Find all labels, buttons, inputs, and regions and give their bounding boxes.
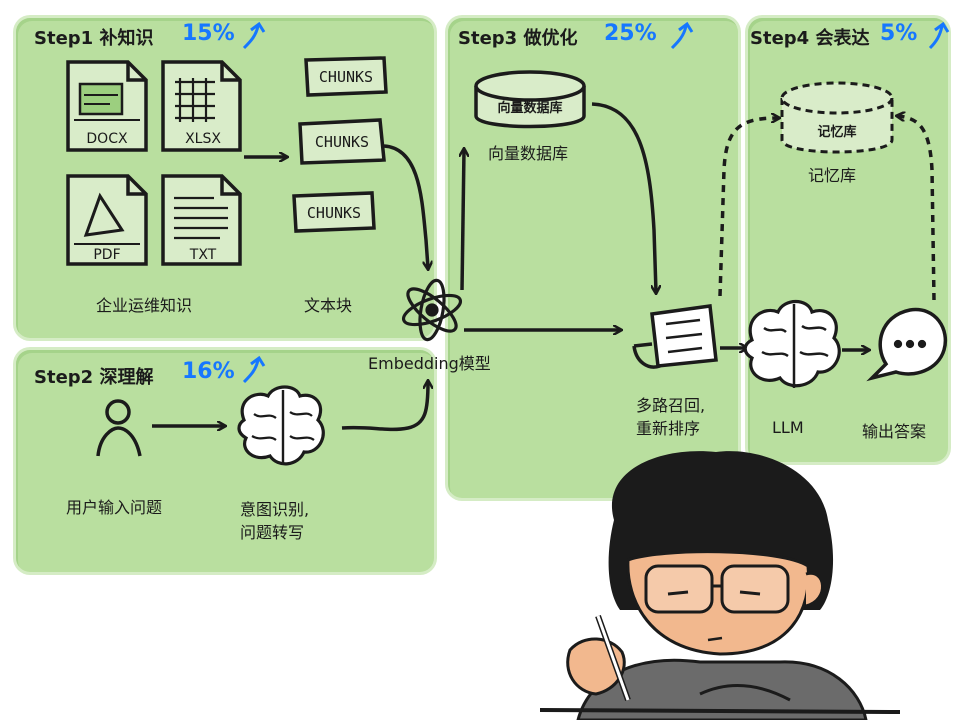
- recall-label-line1: 多路召回,: [636, 396, 706, 415]
- person-illustration: [539, 451, 901, 720]
- memory-database-icon: [780, 81, 894, 154]
- text-blocks-label: 文本块: [304, 296, 353, 315]
- embedding-to-vectordb-arrow: [462, 150, 464, 291]
- chunk-label-2: CHUNKS: [315, 133, 369, 151]
- intent-label-line2: 问题转写: [240, 523, 305, 542]
- docx-label: DOCX: [86, 131, 128, 147]
- recall-to-memory-arrow: [718, 118, 778, 297]
- xlsx-label: XLSX: [185, 131, 221, 147]
- user-icon: [96, 399, 142, 457]
- intent-brain-icon: [237, 385, 325, 466]
- step1-percent: 15%: [182, 21, 235, 46]
- atom-icon: [401, 278, 463, 342]
- intent-to-embedding-arrow: [341, 382, 428, 432]
- step2-percent: 16%: [182, 359, 235, 384]
- step2-panel: [16, 350, 434, 572]
- step3-title: Step3 做优化: [458, 28, 578, 49]
- docx-file-icon: [66, 60, 148, 152]
- xlsx-file-icon: [161, 60, 242, 152]
- user-input-label: 用户输入问题: [66, 498, 163, 517]
- chunk-label-1: CHUNKS: [319, 68, 373, 86]
- chunk-label-3: CHUNKS: [307, 204, 361, 222]
- chunk-box-2: CHUNKS: [298, 118, 386, 165]
- pdf-label: PDF: [93, 247, 120, 263]
- memory-label: 记忆库: [808, 166, 857, 185]
- chunk-box-1: CHUNKS: [304, 56, 388, 97]
- vectordb-drum-label: 向量数据库: [497, 100, 562, 116]
- txt-file-icon: [161, 174, 242, 266]
- recall-label-line2: 重新排序: [636, 419, 701, 438]
- embedding-label: Embedding模型: [368, 354, 491, 373]
- enterprise-knowledge-label: 企业运维知识: [96, 296, 193, 315]
- step4-percent: 5%: [880, 21, 918, 46]
- vectordb-label: 向量数据库: [488, 144, 569, 163]
- llm-label: LLM: [772, 418, 804, 437]
- step2-title: Step2 深理解: [34, 367, 154, 388]
- arrow-up-right-icon: [242, 21, 950, 384]
- document-check-icon: [632, 304, 718, 369]
- recall-label: 多路召回, 重新排序: [636, 394, 705, 440]
- chunks-to-embedding-arrow: [383, 144, 428, 268]
- speech-bubble-icon: [866, 307, 948, 382]
- vectordb-to-recall-arrow: [591, 102, 656, 292]
- memory-drum-label: 记忆库: [817, 124, 856, 140]
- answer-label: 输出答案: [862, 422, 927, 441]
- step3-percent: 25%: [604, 21, 657, 46]
- database-icon: [474, 70, 586, 129]
- pdf-file-icon: [66, 174, 148, 266]
- intent-label: 意图识别, 问题转写: [240, 498, 309, 544]
- answer-to-memory-arrow: [898, 116, 936, 301]
- step1-title: Step1 补知识: [34, 28, 154, 49]
- step4-title: Step4 会表达: [750, 28, 870, 49]
- brain-icon: [743, 299, 841, 388]
- chunk-box-3: CHUNKS: [292, 191, 376, 233]
- txt-label: TXT: [189, 247, 217, 263]
- intent-label-line1: 意图识别,: [240, 500, 310, 519]
